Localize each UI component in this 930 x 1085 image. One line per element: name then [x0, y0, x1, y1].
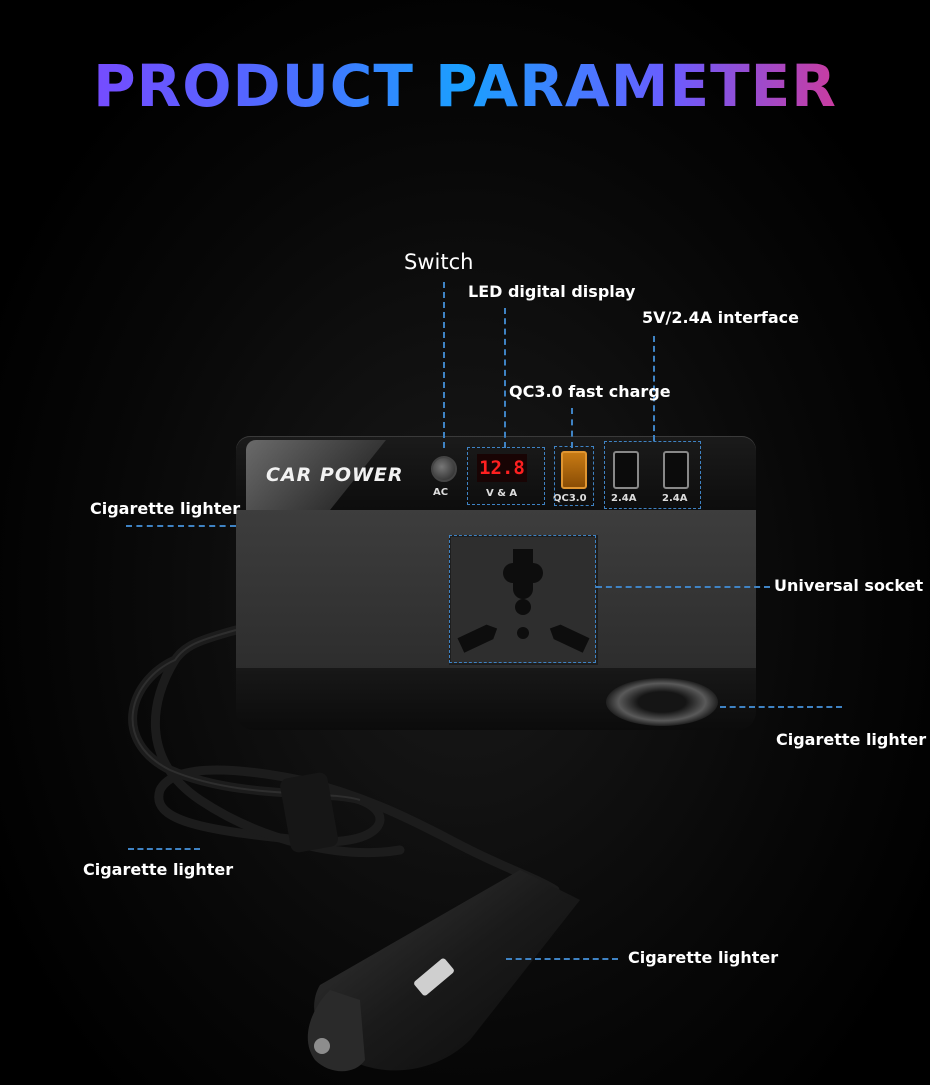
callout-universal-socket: Universal socket [774, 576, 924, 595]
usb-port-2-label: 2.4A [662, 493, 688, 504]
qc-port-highlight [554, 446, 594, 506]
callout-cig-left: Cigarette lighter [90, 499, 241, 518]
cig-right-leader [720, 706, 842, 708]
usb-interface-leader [653, 336, 655, 441]
ac-switch [431, 456, 457, 482]
velcro-strap [280, 772, 338, 853]
usb-port-2 [663, 451, 689, 489]
usb-ports-highlight [604, 441, 701, 509]
callout-cig-plug: Cigarette lighter [628, 948, 779, 967]
qc-usb-port [561, 451, 587, 489]
callout-switch: Switch [404, 250, 474, 274]
led-display-unit: V & A [486, 488, 518, 499]
socket-icon [457, 549, 590, 653]
cig-left-leader [126, 525, 236, 527]
cigarette-plug [307, 870, 580, 1072]
callout-cig-right: Cigarette lighter [776, 730, 927, 749]
ac-switch-label: AC [433, 487, 449, 498]
universal-socket [449, 535, 598, 665]
qc-leader [571, 408, 573, 448]
callout-usb-interface: 5V/2.4A interface [642, 308, 800, 327]
usb-port-1 [613, 451, 639, 489]
usb-port-1-label: 2.4A [611, 493, 637, 504]
qc-usb-label: QC3.0 [553, 493, 587, 504]
device-brand: CAR POWER [266, 464, 404, 486]
page-title: PRODUCT PARAMETER [0, 52, 930, 120]
callout-cig-cable: Cigarette lighter [83, 860, 234, 879]
callout-led-display: LED digital display [468, 282, 636, 301]
led-display: 12.8 [477, 454, 527, 482]
led-display-highlight [467, 447, 545, 505]
led-display-leader [504, 308, 506, 448]
callout-qc-fast-charge: QC3.0 fast charge [509, 382, 671, 401]
cigarette-lighter-port [606, 678, 718, 726]
switch-leader [443, 282, 445, 448]
socket-leader [596, 586, 770, 588]
socket-highlight [449, 535, 596, 663]
cig-plug-leader [506, 958, 618, 960]
cig-cable-leader [128, 848, 200, 850]
